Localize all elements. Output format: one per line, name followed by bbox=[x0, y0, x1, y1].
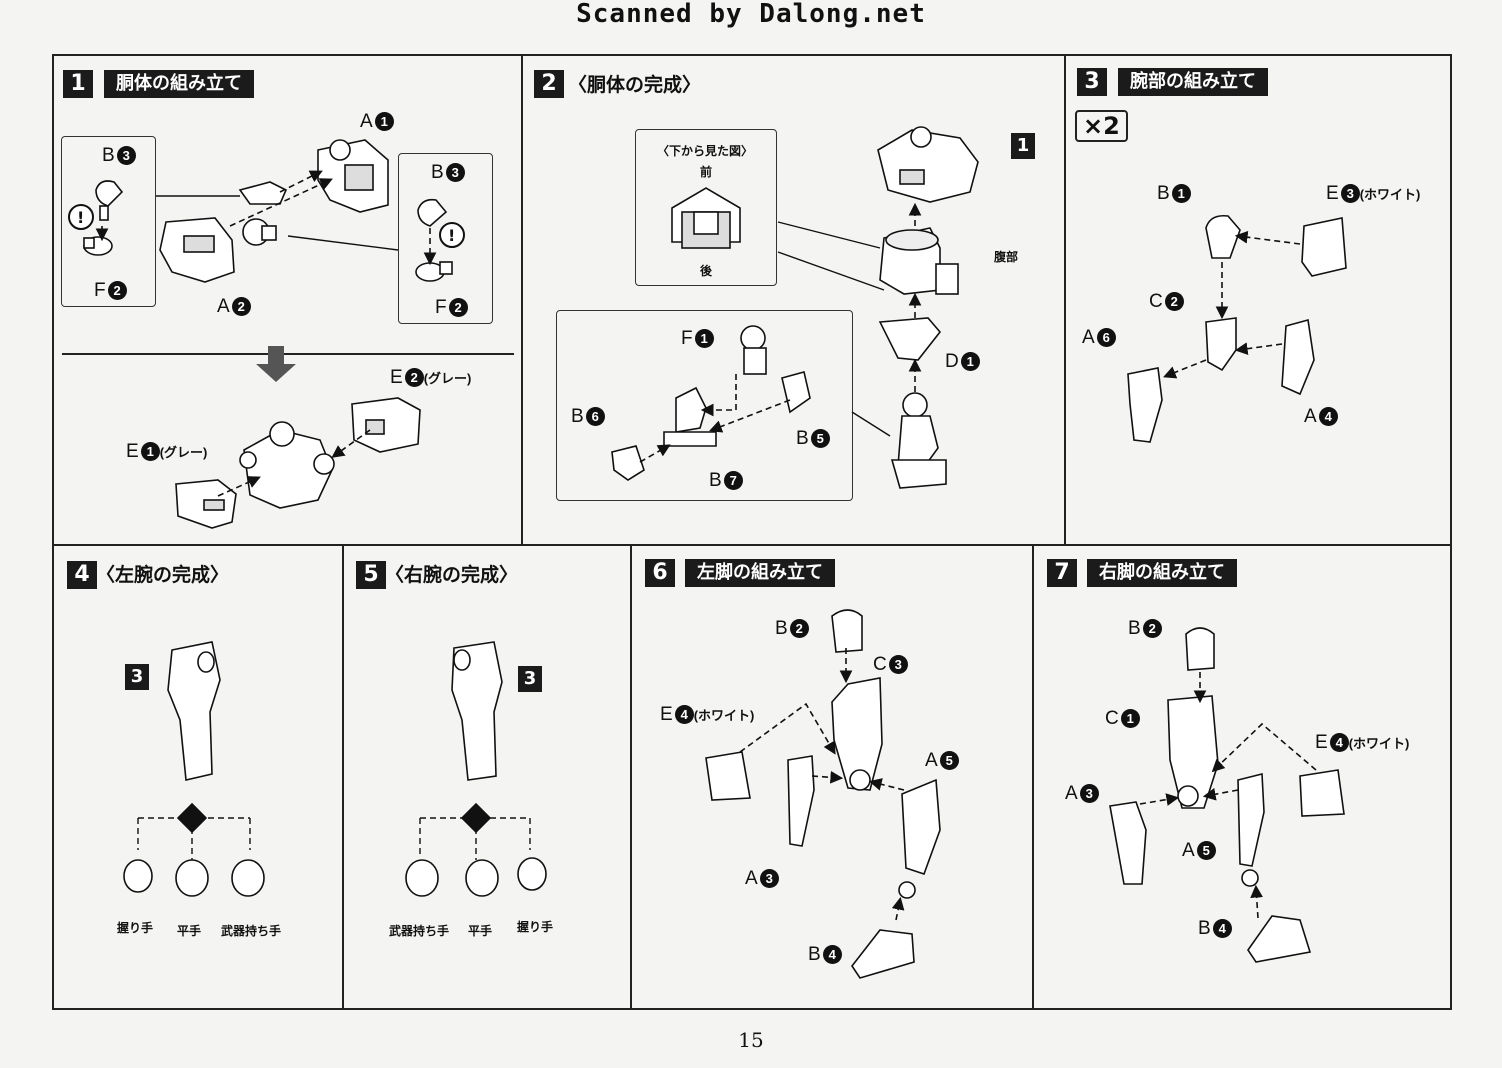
divider bbox=[1032, 545, 1034, 1009]
callout-number: 3 bbox=[125, 664, 149, 690]
step-number: 3 bbox=[1077, 68, 1107, 96]
waist-d1 bbox=[878, 317, 942, 361]
quantity-badge: ×2 bbox=[1075, 110, 1128, 142]
step-number: 4 bbox=[67, 561, 97, 589]
hand-caption: 武器持ち手 bbox=[221, 924, 282, 938]
step-number: 5 bbox=[356, 561, 386, 589]
instruction-frame bbox=[52, 54, 1452, 1010]
hand-caption: 握り手 bbox=[517, 920, 554, 934]
divider bbox=[1064, 55, 1066, 545]
step-number: 6 bbox=[645, 559, 675, 587]
step-number: 1 bbox=[63, 70, 93, 98]
torso-top bbox=[877, 126, 979, 203]
inset-back-label: 後 bbox=[700, 264, 713, 278]
step-number: 7 bbox=[1047, 559, 1077, 587]
abdomen-part bbox=[879, 227, 959, 295]
caution-icon: ! bbox=[448, 226, 456, 245]
torso-front-part bbox=[317, 139, 389, 213]
divider bbox=[521, 55, 523, 545]
step-title: 〈右腕の完成〉 bbox=[385, 564, 519, 586]
torso-back-part bbox=[159, 217, 235, 283]
step-title: 左脚の組み立て bbox=[685, 559, 835, 587]
torso-assembled bbox=[175, 397, 421, 529]
lower-body bbox=[890, 392, 947, 489]
hand-caption: 平手 bbox=[468, 924, 493, 938]
step-number: 2 bbox=[534, 70, 564, 98]
arm-parts bbox=[1127, 214, 1347, 443]
callout-number: 1 bbox=[1011, 133, 1035, 159]
divider bbox=[62, 353, 514, 355]
step-title: 〈胴体の完成〉 bbox=[568, 74, 702, 96]
step-title: 右脚の組み立て bbox=[1087, 559, 1237, 587]
part-caption: 腹部 bbox=[994, 250, 1019, 264]
left-leg-parts bbox=[705, 609, 941, 979]
right-arm-assembled bbox=[451, 641, 503, 781]
divider bbox=[53, 544, 1451, 546]
divider bbox=[342, 545, 344, 1009]
hand-caption: 武器持ち手 bbox=[389, 924, 450, 938]
inset-front-label: 前 bbox=[700, 165, 713, 179]
left-arm-assembled bbox=[167, 641, 221, 781]
hand-caption: 握り手 bbox=[117, 921, 154, 935]
callout-number: 3 bbox=[518, 666, 542, 692]
sub-assembly-box bbox=[556, 310, 853, 501]
page-number: 15 bbox=[738, 1028, 764, 1052]
hand-caption: 平手 bbox=[177, 924, 202, 938]
right-leg-parts bbox=[1109, 627, 1345, 963]
bottom-view-inset bbox=[635, 129, 777, 286]
inset-title: 〈下から見た図〉 bbox=[657, 144, 754, 158]
detail-box-right bbox=[398, 153, 493, 324]
step-title: 腕部の組み立て bbox=[1118, 68, 1268, 96]
scan-watermark: Scanned by Dalong.net bbox=[576, 0, 926, 29]
detail-box-left bbox=[61, 136, 156, 307]
divider bbox=[630, 545, 632, 1009]
joint-pieces bbox=[83, 180, 453, 282]
step-title: 胴体の組み立て bbox=[104, 70, 254, 98]
caution-icon: ! bbox=[77, 208, 85, 227]
step-title: 〈左腕の完成〉 bbox=[96, 564, 230, 586]
bottom-view-drawing bbox=[671, 187, 741, 249]
hands bbox=[123, 857, 547, 897]
